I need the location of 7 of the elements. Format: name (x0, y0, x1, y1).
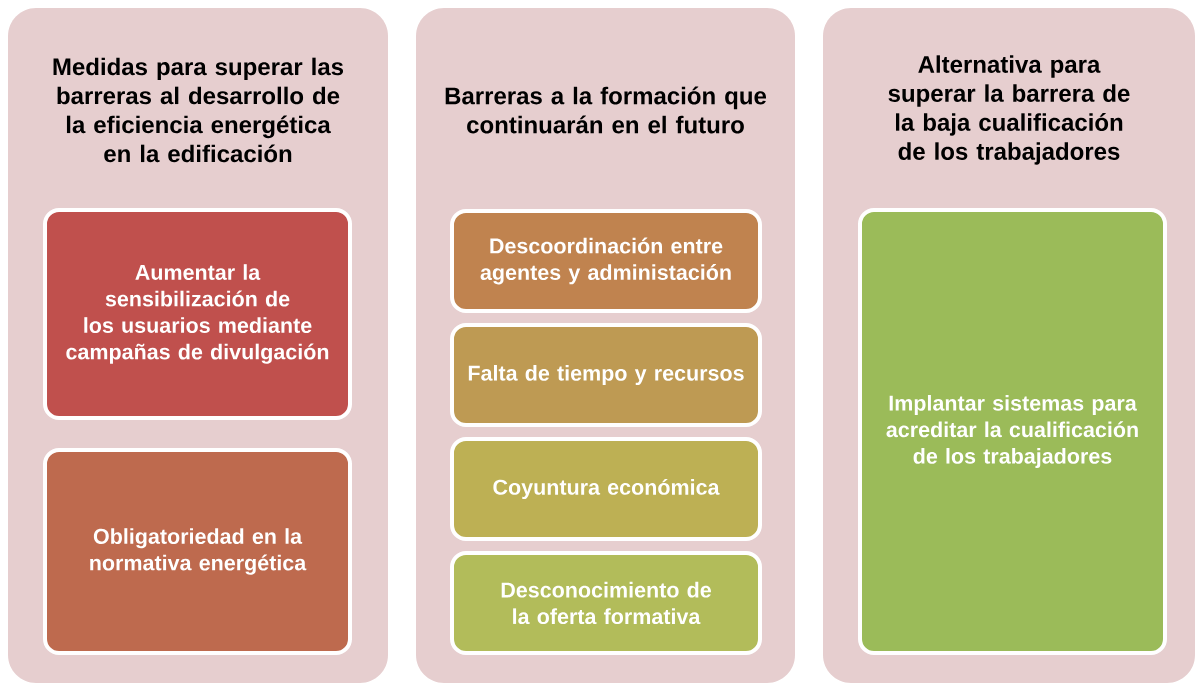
text-box: Aumentar la sensibilización de los usuarios mediante campañas de divulgación (43, 208, 352, 420)
text-box: Obligatoriedad en la normativa energética (43, 448, 352, 655)
text-box: Desconocimiento de la oferta formativa (450, 551, 762, 655)
text-box: Coyuntura económica (450, 437, 762, 541)
text-box: Descoordinación entre agentes y administación (450, 209, 762, 313)
text-box: Implantar sistemas para acreditar la cualificación de los trabajadores (858, 208, 1167, 655)
text-box: Falta de tiempo y recursos (450, 323, 762, 427)
